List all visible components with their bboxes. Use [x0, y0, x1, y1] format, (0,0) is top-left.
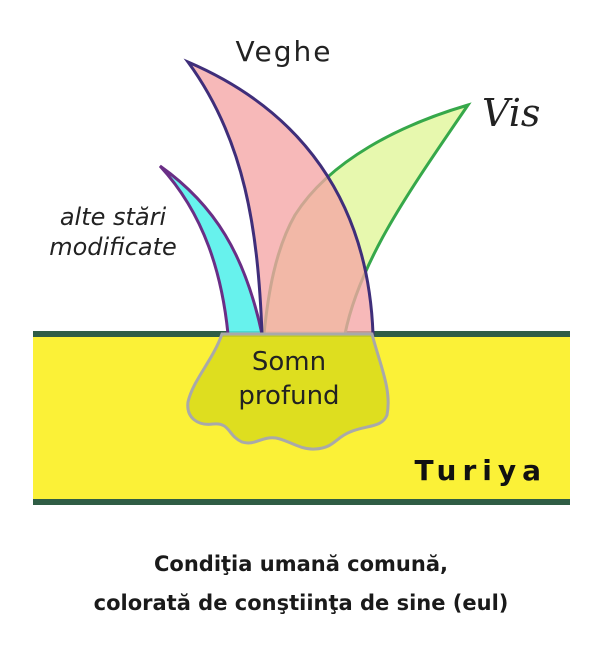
label-turiya: Turiya: [414, 454, 547, 487]
label-waking: Veghe: [236, 35, 333, 68]
caption-line2: colorată de conştiinţa de sine (eul): [94, 591, 509, 615]
label-other-states-line2: modificate: [49, 233, 177, 261]
label-deep-sleep-line1: Somn: [252, 347, 326, 377]
label-deep-sleep-line2: profund: [238, 381, 339, 411]
label-dream: Vis: [482, 91, 540, 135]
deep-sleep-shape: [186, 332, 390, 451]
caption-line1: Condiţia umană comună,: [154, 552, 448, 576]
label-other-states-line1: alte stări: [60, 203, 167, 231]
